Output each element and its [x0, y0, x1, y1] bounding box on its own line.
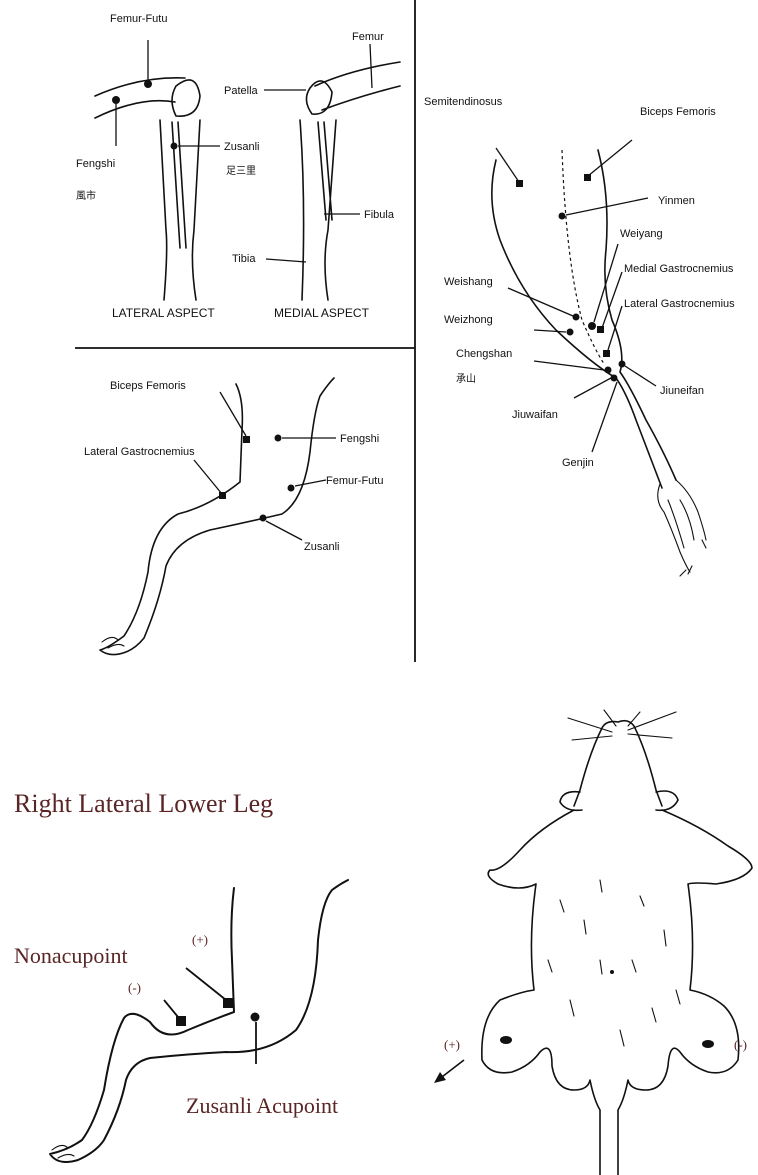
- panel-c-posterior-leg: Semitendinosus Biceps Femoris Yinmen Wei…: [424, 96, 735, 576]
- panel-d-minus-square: [176, 1016, 186, 1026]
- panel-d-plus-leader: [186, 968, 226, 1000]
- label-jiuwaifan: Jiuwaifan: [512, 409, 558, 421]
- label-fibula-a: Fibula: [364, 209, 395, 221]
- semitendinosus-leader: [496, 148, 519, 182]
- label-medial-gastrocnemius: Medial Gastrocnemius: [624, 263, 734, 275]
- panel-e-rat-ventral-view: (+) (-): [434, 710, 752, 1175]
- label-weishang: Weishang: [444, 276, 493, 288]
- zusanli-leader-b: [266, 521, 302, 540]
- panel-e-minus-label: (-): [734, 1037, 747, 1052]
- label-fengshi-b: Fengshi: [340, 433, 379, 445]
- medial-patella: [306, 81, 332, 114]
- femur-leader: [370, 44, 372, 88]
- label-weiyang: Weiyang: [620, 228, 663, 240]
- label-femur-futu-a: Femur-Futu: [110, 13, 167, 25]
- jiuneifan-dot: [619, 361, 626, 368]
- panel-d-minus-label: (-): [128, 980, 141, 995]
- weizhong-dot: [567, 329, 574, 336]
- panel-c-paw: [658, 480, 706, 576]
- label-chengshan-cjk: 承山: [456, 373, 476, 385]
- label-chengshan: Chengshan: [456, 348, 512, 360]
- jiuneifan-leader: [625, 366, 656, 386]
- lateral-patella: [172, 80, 200, 116]
- panel-e-plus-mark: [500, 1036, 512, 1044]
- label-fengshi-a: Fengshi: [76, 158, 115, 170]
- panel-d-plus-label: (+): [192, 932, 208, 947]
- chengshan-dot: [605, 367, 612, 374]
- lateral-gastrocnemius-square-c: [603, 350, 610, 357]
- weizhong-leader: [534, 330, 566, 332]
- panel-e-plus-label: (+): [444, 1037, 460, 1052]
- label-zusanli-a: Zusanli: [224, 141, 259, 153]
- panel-d-title: Right Lateral Lower Leg: [14, 789, 273, 818]
- panel-d-zusanli-acupoint-label: Zusanli Acupoint: [186, 1093, 338, 1118]
- rat-whiskers: [568, 710, 676, 740]
- label-tibia-a: Tibia: [232, 253, 256, 265]
- label-zusanli-cjk: 足三里: [226, 165, 256, 177]
- weishang-dot: [573, 314, 580, 321]
- label-femur-a: Femur: [352, 31, 384, 43]
- panel-d-zusanli-dot: [251, 1013, 260, 1022]
- zusanli-dot-b: [260, 515, 267, 522]
- fengshi-dot: [112, 96, 120, 104]
- panel-e-arrow-head: [434, 1072, 446, 1083]
- panel-e-minus-mark: [702, 1040, 714, 1048]
- genjin-leader: [592, 382, 617, 452]
- femur-futu-dot-b: [288, 485, 295, 492]
- medial-tibia: [300, 120, 336, 300]
- label-jiuneifan: Jiuneifan: [660, 385, 704, 397]
- weiyang-dot: [588, 322, 596, 330]
- tibia-leader: [266, 259, 306, 262]
- label-yinmen: Yinmen: [658, 195, 695, 207]
- femur-futu-leader-b: [295, 480, 326, 486]
- panel-c-leg-outline-left: [492, 160, 662, 488]
- panel-d-nonacupoint-label: Nonacupoint: [14, 943, 128, 968]
- semitendinosus-square: [516, 180, 523, 187]
- panel-a-knee-bones: Femur-Futu Femur Patella Zusanli 足三里 Fen…: [76, 13, 400, 320]
- label-lateral-gastrocnemius-b: Lateral Gastrocnemius: [84, 446, 195, 458]
- jiuwaifan-dot: [611, 375, 618, 382]
- biceps-femoris-leader-c: [588, 140, 632, 176]
- zusanli-dot: [171, 143, 178, 150]
- label-biceps-femoris-b: Biceps Femoris: [110, 380, 186, 392]
- label-patella-a: Patella: [224, 85, 259, 97]
- biceps-femoris-square-b: [243, 436, 250, 443]
- label-femur-futu-b: Femur-Futu: [326, 475, 383, 487]
- label-lateral-gastrocnemius-c: Lateral Gastrocnemius: [624, 298, 735, 310]
- panel-d-minus-leader: [164, 1000, 178, 1017]
- rat-body: [482, 810, 600, 1175]
- panel-b-leg-outline: [100, 378, 334, 655]
- jiuwaifan-leader: [574, 378, 611, 398]
- yinmen-dot: [559, 213, 566, 220]
- label-medial-aspect: MEDIAL ASPECT: [274, 306, 370, 320]
- rat-navel: [610, 970, 614, 974]
- label-genjin: Genjin: [562, 457, 594, 469]
- lateral-gastrocnemius-leader-b: [194, 460, 222, 494]
- rat-fur-strokes: [548, 880, 680, 1046]
- panel-b-hind-leg: Biceps Femoris Lateral Gastrocnemius Fen…: [84, 378, 383, 655]
- lateral-gastrocnemius-square-b: [219, 492, 226, 499]
- label-fengshi-cjk: 風市: [76, 189, 96, 202]
- label-lateral-aspect: LATERAL ASPECT: [112, 306, 215, 320]
- femur-futu-dot: [144, 80, 152, 88]
- fengshi-dot-b: [275, 435, 282, 442]
- panel-d-right-lateral-lower-leg: Right Lateral Lower Leg Nonacupoint (+) …: [14, 789, 348, 1162]
- rat-head: [574, 721, 662, 806]
- lateral-tibia: [160, 120, 200, 300]
- label-biceps-femoris-c: Biceps Femoris: [640, 106, 716, 118]
- label-weizhong: Weizhong: [444, 314, 493, 326]
- rat-body-right: [618, 810, 752, 1175]
- label-semitendinosus: Semitendinosus: [424, 96, 503, 108]
- panel-d-leg-outline: [50, 880, 348, 1162]
- label-zusanli-b: Zusanli: [304, 541, 339, 553]
